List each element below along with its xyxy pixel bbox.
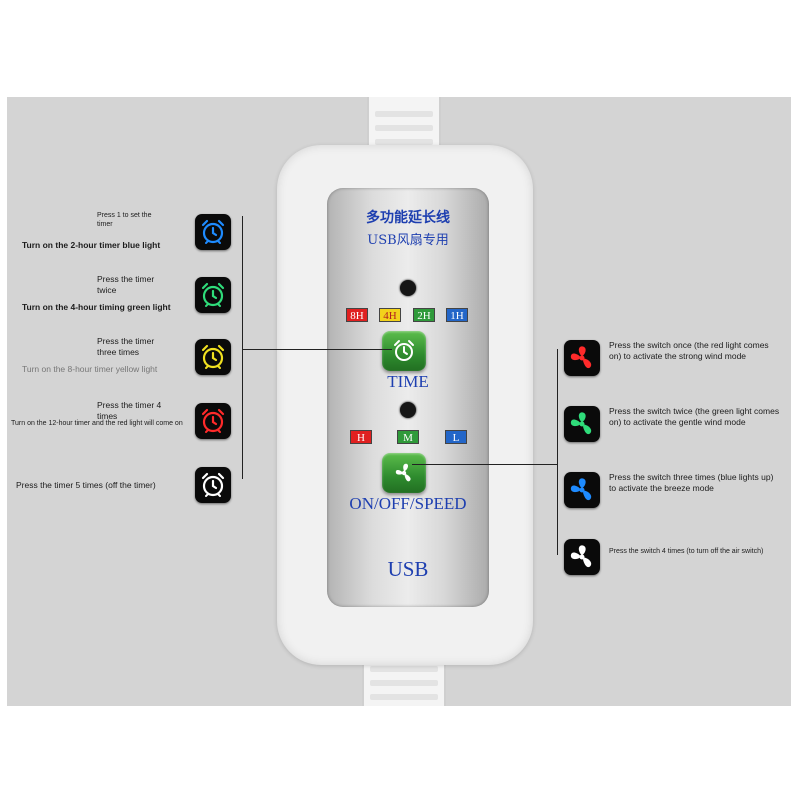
timer-state-2-icon xyxy=(195,277,231,313)
control-panel: 多功能延长线 USB风扇专用 8H 4H 2H 1H TIME H M L xyxy=(327,188,489,607)
alarm-clock-icon xyxy=(201,408,225,433)
alarm-clock-icon xyxy=(201,472,225,497)
speed-tag-l: L xyxy=(445,430,467,444)
fan-mode-1-icon xyxy=(564,340,600,376)
usb-label: USB xyxy=(387,557,429,581)
speed-label: ON/OFF/SPEED xyxy=(349,494,467,513)
timer-state-4-icon xyxy=(195,403,231,439)
fan-icon xyxy=(395,463,411,482)
timer-note-line: Press the timer xyxy=(97,336,155,346)
fan-icon xyxy=(570,478,592,501)
alarm-clock-icon xyxy=(201,344,225,369)
timer-indicator-led xyxy=(400,280,416,296)
speed-indicator-led xyxy=(400,402,416,418)
timer-note-line: Press the timer 4 xyxy=(97,400,162,410)
fan-note-1: Press the switch once (the red light com… xyxy=(609,340,769,361)
speed-button[interactable] xyxy=(382,453,426,493)
speed-tag-h: H xyxy=(350,430,372,444)
fan-mode-2-icon xyxy=(564,406,600,442)
timer-tag-8h: 8H xyxy=(346,308,368,322)
timer-note-1-press: Press 1 to set the timer xyxy=(97,211,189,229)
fan-connector-line xyxy=(412,464,557,465)
usb-fan-controller: 多功能延长线 USB风扇专用 8H 4H 2H 1H TIME H M L xyxy=(277,145,533,665)
timer-note-5: Press the timer 5 times (off the timer) xyxy=(16,480,156,490)
time-label: TIME xyxy=(387,372,429,391)
alarm-clock-icon xyxy=(201,219,225,244)
fan-mode-4-icon xyxy=(564,539,600,575)
fan-icon xyxy=(570,412,592,435)
fan-bracket-line xyxy=(557,349,558,555)
timer-note-line: timer xyxy=(97,221,113,228)
fan-icon xyxy=(570,346,592,369)
fan-mode-3-icon xyxy=(564,472,600,508)
timer-note-line: Press 1 to set the xyxy=(97,212,152,219)
timer-note-line: Press the timer xyxy=(97,274,155,284)
timer-bracket-line xyxy=(242,216,243,479)
timer-note-line: three times xyxy=(97,347,140,357)
time-button[interactable] xyxy=(382,331,426,371)
fan-note-4: Press the switch 4 times (to turn off th… xyxy=(609,548,764,555)
timer-tag-1h: 1H xyxy=(446,308,468,322)
timer-note-3-detail: Turn on the 8-hour timer yellow light xyxy=(22,364,158,374)
timer-state-5-icon xyxy=(195,467,231,503)
timer-connector-line xyxy=(242,349,392,350)
timer-state-1-icon xyxy=(195,214,231,250)
timer-note-line: times xyxy=(97,411,118,421)
panel-subtitle: USB风扇专用 xyxy=(367,233,449,248)
alarm-clock-icon xyxy=(394,340,414,361)
timer-note-line: twice xyxy=(97,285,117,295)
fan-icon xyxy=(570,545,592,568)
timer-state-3-icon xyxy=(195,339,231,375)
speed-tag-m: M xyxy=(397,430,419,444)
timer-tag-2h: 2H xyxy=(413,308,435,322)
timer-tag-4h: 4H xyxy=(379,308,401,322)
alarm-clock-icon xyxy=(201,282,225,307)
panel-title: 多功能延长线 xyxy=(366,210,450,226)
timer-note-4-detail: Turn on the 12-hour timer and the red li… xyxy=(11,420,183,427)
timer-note-1-detail: Turn on the 2-hour timer blue light xyxy=(22,240,161,250)
fan-note-2: Press the switch twice (the green light … xyxy=(609,406,780,427)
product-scene: 多功能延长线 USB风扇专用 8H 4H 2H 1H TIME H M L xyxy=(7,97,791,706)
timer-note-2-detail: Turn on the 4-hour timing green light xyxy=(22,302,171,312)
fan-note-3: Press the switch three times (blue light… xyxy=(609,472,774,493)
